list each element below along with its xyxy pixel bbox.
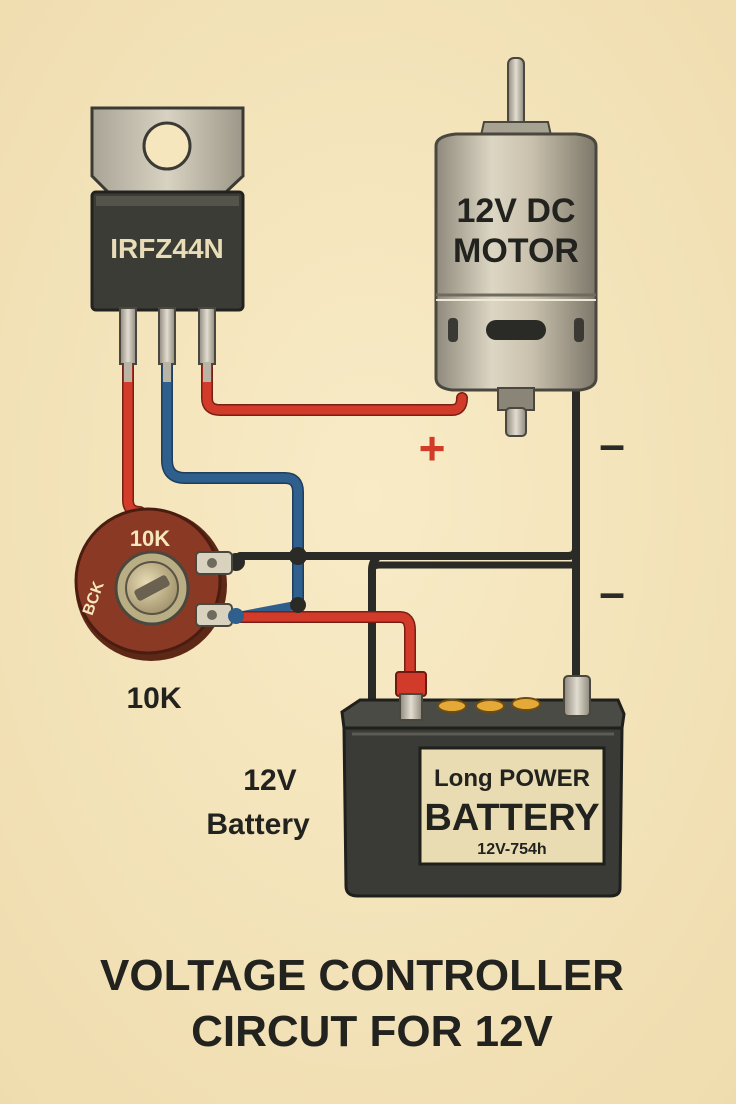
mosfet-mounting-hole xyxy=(142,121,192,171)
junction-dot xyxy=(289,547,307,565)
plus-marker: + xyxy=(419,422,446,474)
motor-terminal xyxy=(505,407,527,437)
mosfet-pin-source xyxy=(198,307,216,365)
mosfet-label: IRFZ44N xyxy=(110,233,224,264)
wire-blue-source xyxy=(162,355,303,610)
title-line1: VOLTAGE CONTROLLER xyxy=(100,951,624,1000)
battery-positive-terminal xyxy=(399,693,423,721)
title-line2: CIRCUT FOR 12V xyxy=(191,1007,553,1056)
pot-top-label: 10K xyxy=(130,526,170,551)
battery-name: BATTERY xyxy=(424,797,599,839)
battery-cap xyxy=(511,697,541,711)
potentiometer-10k: 10K BCK xyxy=(74,507,244,661)
battery-cap xyxy=(437,699,467,713)
mosfet-pin-gate xyxy=(119,307,137,365)
wire-red-drain-to-motor xyxy=(202,355,467,415)
motor-vent-slot xyxy=(486,320,546,340)
minus-marker-top: – xyxy=(599,418,625,470)
mosfet-pin-drain xyxy=(158,307,176,365)
wire-black-cross xyxy=(368,561,580,574)
wire-red-pot-to-battery xyxy=(235,612,415,681)
motor-label-line1: 12V DC xyxy=(456,192,575,230)
battery-spec: 12V-754h xyxy=(477,841,546,858)
pot-knob-slot xyxy=(134,575,170,601)
battery-negative-terminal xyxy=(563,675,591,717)
battery-side-label-line2: Battery xyxy=(206,808,310,841)
mosfet-irfz44n: IRFZ44N xyxy=(90,106,245,382)
motor-body xyxy=(434,132,598,392)
battery-side-label-line1: 12V xyxy=(243,764,296,797)
battery-positive-cap xyxy=(395,671,427,697)
wires xyxy=(122,354,580,716)
battery-12v: Long POWER BATTERY 12V-754h xyxy=(340,671,626,898)
minus-marker-bottom: – xyxy=(599,566,625,618)
battery-cap xyxy=(475,699,505,713)
battery-brand: Long POWER xyxy=(434,765,590,792)
junction-dot xyxy=(290,597,306,613)
motor-12v-dc: 12V DC MOTOR xyxy=(434,57,598,437)
motor-label-line2: MOTOR xyxy=(453,232,579,270)
battery-label-plate xyxy=(418,746,606,866)
pot-below-label: 10K xyxy=(126,682,181,715)
